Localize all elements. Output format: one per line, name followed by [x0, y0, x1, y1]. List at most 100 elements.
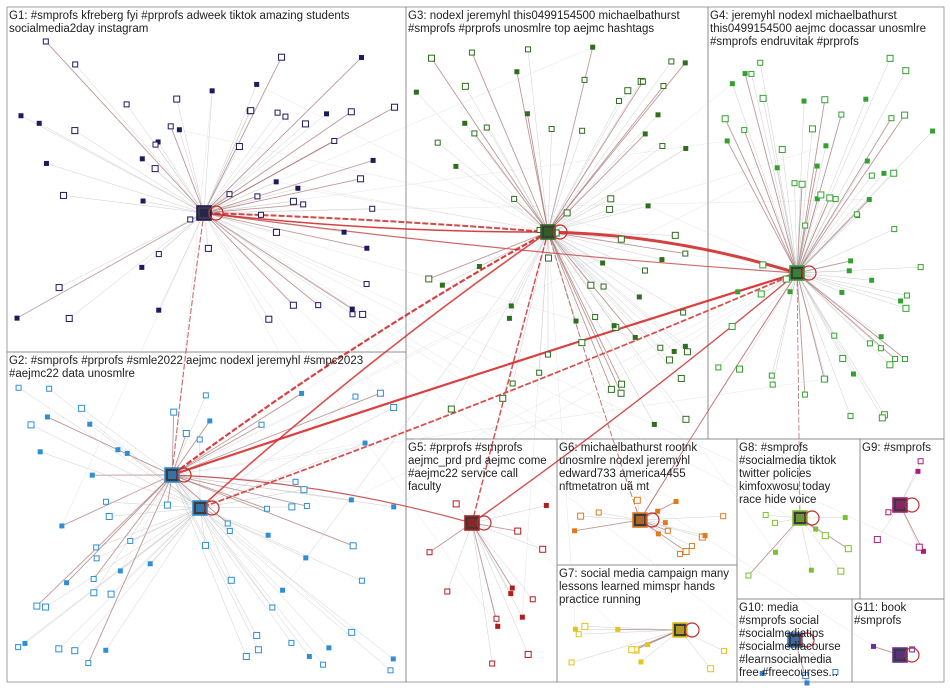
node[interactable]	[94, 556, 99, 561]
node[interactable]	[104, 648, 108, 652]
node[interactable]	[573, 529, 577, 533]
node[interactable]	[721, 648, 726, 653]
node[interactable]	[891, 170, 897, 176]
node[interactable]	[164, 502, 170, 508]
node[interactable]	[779, 146, 785, 152]
node[interactable]	[462, 83, 468, 89]
node[interactable]	[573, 627, 577, 631]
node[interactable]	[484, 125, 489, 130]
node[interactable]	[227, 192, 232, 197]
node[interactable]	[116, 448, 120, 452]
node[interactable]	[879, 415, 885, 421]
node[interactable]	[591, 45, 595, 49]
node[interactable]	[140, 265, 144, 269]
node[interactable]	[509, 592, 513, 596]
node[interactable]	[171, 409, 177, 415]
node[interactable]	[507, 316, 511, 320]
node[interactable]	[902, 112, 908, 118]
node[interactable]	[840, 290, 844, 294]
node[interactable]	[448, 406, 454, 412]
node[interactable]	[43, 604, 49, 610]
node[interactable]	[254, 632, 260, 638]
node[interactable]	[290, 198, 296, 204]
node[interactable]	[118, 569, 122, 573]
node[interactable]	[805, 681, 809, 685]
node[interactable]	[141, 199, 145, 203]
node[interactable]	[227, 528, 232, 533]
node[interactable]	[918, 265, 923, 270]
node[interactable]	[574, 319, 578, 323]
node[interactable]	[580, 128, 585, 133]
node[interactable]	[103, 499, 108, 504]
node[interactable]	[283, 114, 288, 119]
node[interactable]	[342, 230, 346, 234]
node[interactable]	[56, 285, 62, 291]
node[interactable]	[672, 349, 676, 353]
node[interactable]	[773, 520, 778, 525]
node[interactable]	[65, 581, 69, 585]
node[interactable]	[783, 276, 789, 282]
node[interactable]	[818, 192, 824, 198]
node[interactable]	[656, 509, 660, 513]
node[interactable]	[156, 252, 161, 257]
node[interactable]	[871, 644, 875, 648]
node[interactable]	[210, 89, 214, 93]
node[interactable]	[616, 98, 621, 103]
node[interactable]	[792, 181, 797, 186]
node[interactable]	[264, 506, 269, 511]
node[interactable]	[140, 157, 144, 161]
node[interactable]	[270, 605, 275, 610]
node[interactable]	[301, 487, 307, 493]
node[interactable]	[903, 305, 909, 311]
node[interactable]	[642, 268, 647, 273]
node[interactable]	[788, 290, 792, 294]
node[interactable]	[56, 646, 62, 652]
node[interactable]	[348, 109, 354, 115]
node[interactable]	[616, 627, 620, 631]
node[interactable]	[845, 546, 851, 552]
node[interactable]	[61, 192, 67, 198]
node[interactable]	[509, 304, 513, 308]
node[interactable]	[177, 128, 181, 132]
node[interactable]	[392, 505, 396, 509]
node[interactable]	[887, 55, 893, 61]
node[interactable]	[490, 661, 495, 666]
node[interactable]	[689, 544, 694, 549]
node[interactable]	[904, 293, 909, 298]
node[interactable]	[359, 56, 363, 60]
node[interactable]	[760, 262, 766, 268]
node[interactable]	[255, 647, 261, 653]
node[interactable]	[742, 128, 747, 133]
node[interactable]	[683, 344, 687, 348]
node[interactable]	[388, 668, 393, 673]
node[interactable]	[722, 116, 728, 122]
node[interactable]	[684, 349, 690, 355]
node[interactable]	[867, 341, 872, 346]
node[interactable]	[879, 335, 883, 339]
node[interactable]	[678, 375, 684, 381]
node[interactable]	[359, 578, 364, 583]
node[interactable]	[44, 161, 48, 165]
node[interactable]	[803, 223, 808, 228]
node[interactable]	[849, 259, 853, 263]
node[interactable]	[353, 394, 358, 399]
node[interactable]	[106, 514, 112, 520]
node[interactable]	[391, 405, 397, 411]
node[interactable]	[625, 88, 631, 94]
node[interactable]	[197, 437, 202, 442]
node[interactable]	[332, 139, 337, 144]
node[interactable]	[865, 159, 869, 163]
node[interactable]	[525, 112, 529, 116]
node[interactable]	[634, 497, 640, 503]
node[interactable]	[874, 537, 880, 543]
node[interactable]	[545, 255, 551, 261]
node[interactable]	[91, 590, 97, 596]
node[interactable]	[259, 422, 264, 427]
node[interactable]	[440, 283, 444, 287]
node[interactable]	[569, 660, 574, 665]
node[interactable]	[665, 528, 670, 533]
node[interactable]	[364, 282, 369, 287]
node[interactable]	[124, 102, 129, 107]
node[interactable]	[843, 516, 847, 520]
node[interactable]	[683, 416, 689, 422]
